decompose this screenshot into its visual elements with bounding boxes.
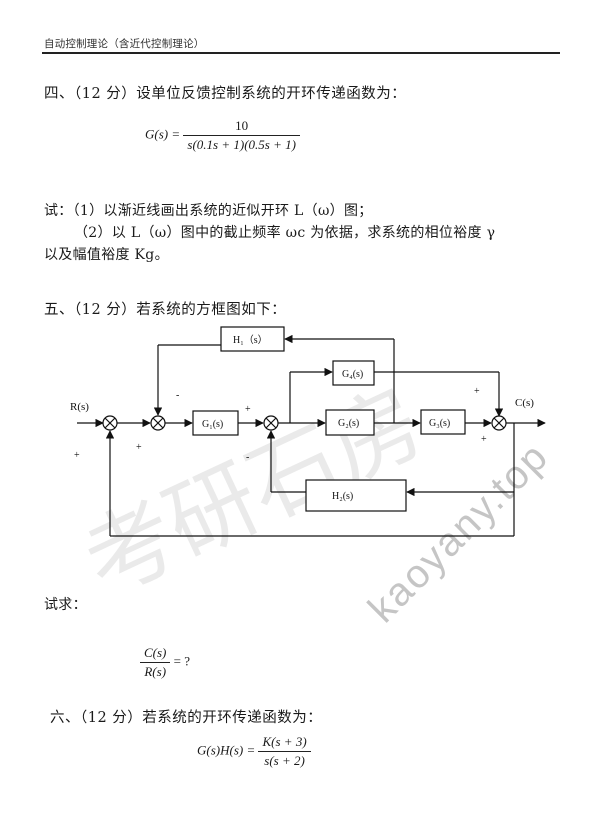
output-label: C(s) — [515, 397, 534, 409]
block-g2-label: G₂(s) — [338, 418, 359, 429]
formula-fraction: 10 s(0.1s + 1)(0.5s + 1) — [183, 118, 300, 153]
question-6-formula: G(s)H(s) = K(s + 3) s(s + 2) — [197, 734, 311, 769]
block-g3-label: G₃(s) — [429, 418, 450, 429]
sign-sum3-feedback: - — [246, 452, 249, 463]
block-g1-label: G₁(s) — [202, 419, 223, 430]
formula-denominator: s(s + 2) — [258, 751, 311, 769]
sign-sum2-feedback: - — [176, 390, 179, 401]
formula-numerator: C(s) — [144, 645, 167, 660]
block-h2-label: H₂(s) — [332, 491, 353, 502]
block-g4-label: G₄(s) — [342, 369, 363, 380]
formula-fraction: C(s) R(s) — [140, 645, 171, 680]
question-4-title: 四、（12 分）设单位反馈控制系统的开环传递函数为： — [44, 86, 407, 102]
formula-denominator: R(s) — [140, 662, 171, 680]
sign-sum4-bottom: + — [481, 434, 487, 445]
question-6-title: 六、（12 分）若系统的开环传递函数为： — [50, 710, 323, 726]
formula-numerator: 10 — [235, 118, 249, 133]
sign-sum3-input: + — [245, 404, 251, 415]
header-divider — [42, 52, 560, 54]
question-4-part-2-line-1: （2）以 L（ω）图中的截止频率 ωc 为依据，求系统的相位裕度 γ — [74, 225, 496, 241]
sign-sum1-feedback: + — [136, 442, 142, 453]
formula-denominator: s(0.1s + 1)(0.5s + 1) — [183, 135, 300, 153]
sign-sum4-top: + — [474, 386, 480, 397]
formula-rhs: = ? — [173, 653, 190, 669]
course-header: 自动控制理论（含近代控制理论） — [44, 38, 205, 50]
block-h1-label: H₁（s） — [233, 334, 268, 346]
formula-fraction: K(s + 3) s(s + 2) — [258, 734, 311, 769]
formula-lhs: G(s)H(s) = — [197, 742, 256, 758]
question-4-part-1: 试：（1）以渐近线画出系统的近似开环 L（ω）图； — [44, 203, 373, 219]
question-4-part-2-line-2: 以及幅值裕度 Kg。 — [44, 247, 169, 263]
question-5-formula: C(s) R(s) = ? — [140, 645, 190, 680]
question-5-title: 五、（12 分）若系统的方框图如下： — [44, 302, 287, 318]
question-4-formula: G(s) = 10 s(0.1s + 1)(0.5s + 1) — [145, 118, 300, 153]
block-diagram: R(s) C(s) H₁（s） G₁(s) G₂(s) G₃(s) G₄(s) … — [70, 326, 546, 537]
formula-lhs: G(s) = — [145, 126, 181, 142]
sign-sum1-input: + — [74, 450, 80, 461]
formula-numerator: K(s + 3) — [262, 734, 307, 749]
input-label: R(s) — [70, 401, 89, 413]
question-5-ask: 试求： — [44, 597, 87, 613]
